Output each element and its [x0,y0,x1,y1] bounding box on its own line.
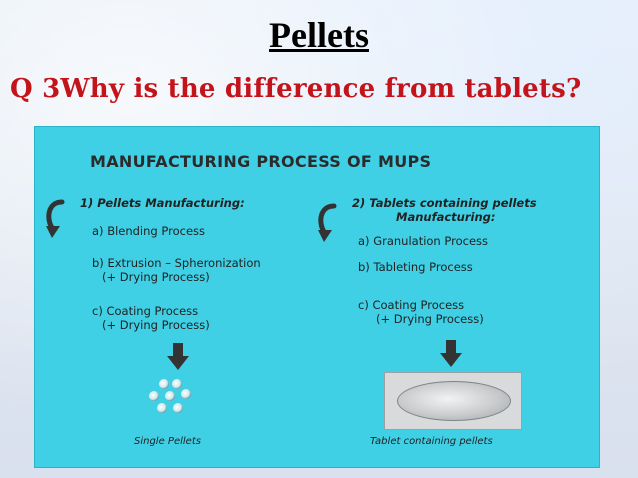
coating-process-left: c) Coating Process [92,304,199,318]
question-heading: Q 3Why is the difference from tablets? [10,74,582,104]
tablet-image [384,372,522,430]
tablet-containing-pellets-label: Tablet containing pellets [370,436,493,447]
drying-process-3: (+ Drying Process) [376,312,484,326]
tablets-manufacturing-heading-1: 2) Tablets containing pellets [352,196,537,210]
down-arrow-icon [440,340,462,367]
drying-process-2: (+ Drying Process) [102,318,210,332]
pellets-manufacturing-heading: 1) Pellets Manufacturing: [80,196,245,210]
circular-arrow-icon [46,199,65,238]
drying-process-1: (+ Drying Process) [102,270,210,284]
circular-arrow-icon [318,203,337,242]
tablet-shape [397,381,511,421]
tablets-manufacturing-heading-2: Manufacturing: [396,210,496,224]
tableting-process: b) Tableting Process [358,260,473,274]
diagram-title: MANUFACTURING PROCESS OF MUPS [90,152,432,171]
slide-title: Pellets [269,15,369,55]
extrusion-spheronization: b) Extrusion – Spheronization [92,256,261,270]
coating-process-right: c) Coating Process [358,298,465,312]
blending-process: a) Blending Process [92,224,206,238]
down-arrow-icon [167,343,189,370]
granulation-process: a) Granulation Process [358,234,489,248]
pellets-image [149,379,191,413]
single-pellets-label: Single Pellets [134,436,201,447]
